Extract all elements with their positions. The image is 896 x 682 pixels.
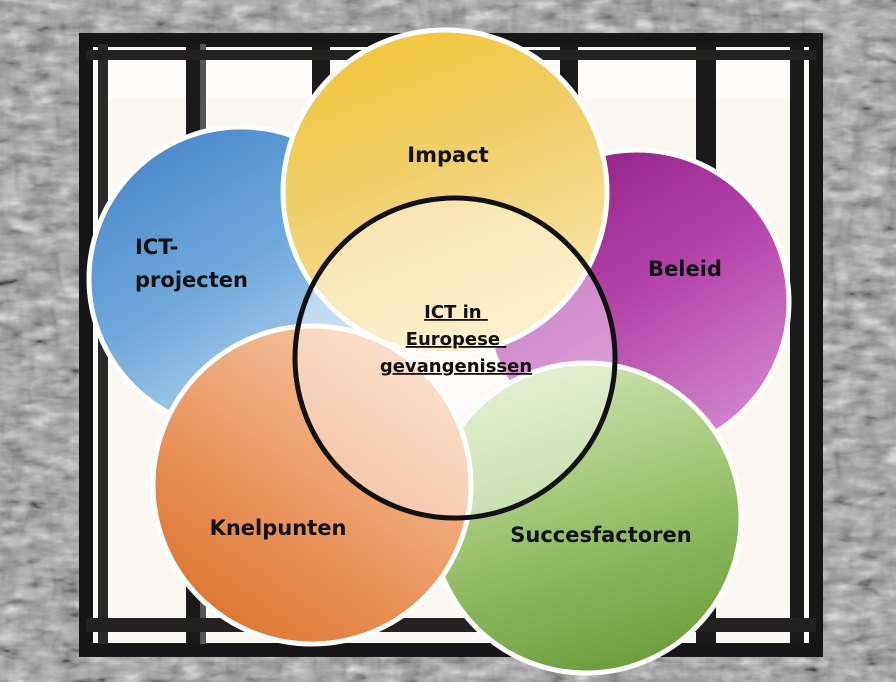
label-knelpunten: Knelpunten: [210, 516, 347, 540]
label-ict-projecten: ICT- projecten: [135, 235, 248, 292]
circle-knelpunten: [150, 323, 474, 647]
circle-impact: [280, 27, 610, 357]
label-impact: Impact: [407, 143, 488, 167]
label-succesfactoren: Succesfactoren: [510, 523, 691, 547]
label-beleid: Beleid: [648, 257, 722, 281]
center-wash: [295, 198, 615, 518]
center-circle: [292, 195, 618, 521]
center-title: ICT in Europese gevangenissen: [380, 302, 532, 377]
